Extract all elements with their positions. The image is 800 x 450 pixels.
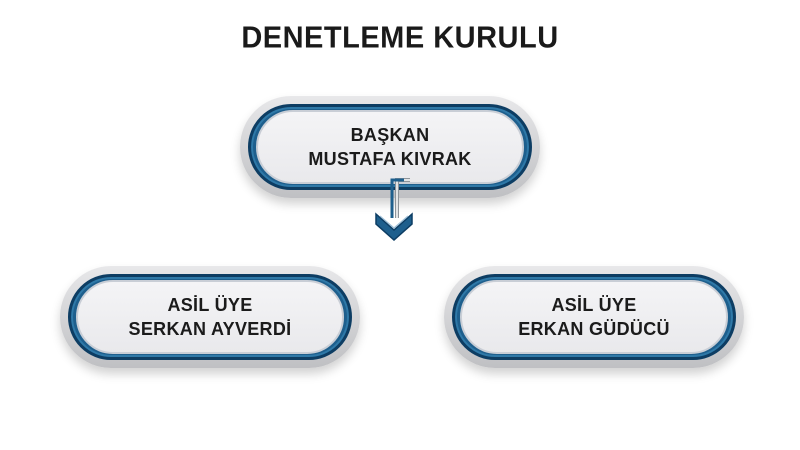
node-person-name: ERKAN GÜDÜCÜ	[518, 319, 670, 339]
member-node-left: ASİL ÜYE SERKAN AYVERDİ	[60, 266, 360, 368]
node-label-box: ASİL ÜYE ERKAN GÜDÜCÜ	[460, 280, 728, 354]
chairman-node: BAŞKAN MUSTAFA KIVRAK	[240, 96, 540, 198]
node-label-box: ASİL ÜYE SERKAN AYVERDİ	[76, 280, 344, 354]
member-node-right: ASİL ÜYE ERKAN GÜDÜCÜ	[444, 266, 744, 368]
node-person-name: MUSTAFA KIVRAK	[308, 149, 472, 169]
node-person-name: SERKAN AYVERDİ	[128, 319, 292, 339]
page-title: DENETLEME KURULU	[241, 21, 559, 55]
node-role: BAŞKAN	[350, 125, 430, 145]
node-role: ASİL ÜYE	[551, 295, 637, 315]
node-label-box: BAŞKAN MUSTAFA KIVRAK	[256, 110, 524, 184]
node-role: ASİL ÜYE	[167, 295, 253, 315]
down-arrow-connector	[375, 178, 413, 242]
